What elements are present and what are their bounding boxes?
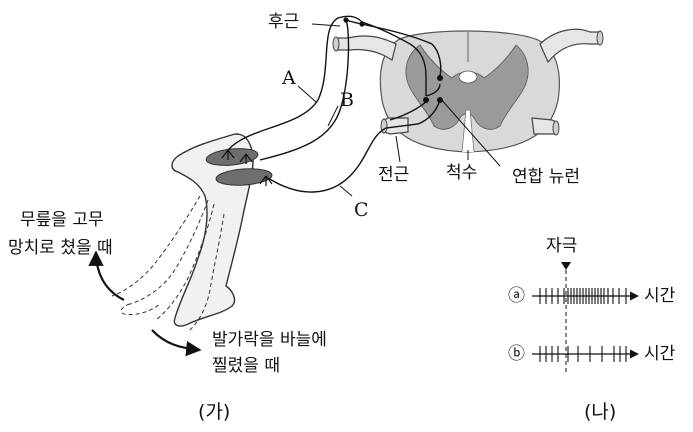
label-trace-b: ⓑ [508,344,525,364]
label-panel-na: (나) [584,402,616,422]
label-knee-hammer-2: 망치로 쳤을 때 [8,238,113,258]
dorsal-ganglion-cell-2 [359,21,364,26]
label-panel-ga: (가) [198,402,230,422]
right-upper-nerve-end [597,31,603,45]
label-stimulus: 자극 [546,236,577,256]
foot-dashed [121,304,160,315]
leg [112,134,272,330]
label-dorsal-root: 후근 [268,12,299,32]
central-canal [459,71,477,83]
left-upper-nerve [336,36,396,60]
label-time-a: 시간 [644,286,675,306]
label-knee-hammer-1: 무릎을 고무 [20,210,104,230]
label-neuron-a: A [282,68,296,88]
leader-dorsal-root [312,24,340,26]
stimulus-triangle [561,262,571,270]
arrow-toe-response [152,330,200,350]
right-upper-nerve [540,29,600,62]
label-spinal-cord: 척수 [446,163,477,183]
right-lower-nerve-end [553,121,559,135]
cord-cell-2 [423,97,429,103]
label-interneuron: 연합 뉴런 [512,167,580,187]
right-lower-nerve [532,118,556,134]
left-upper-nerve-end [333,37,339,51]
label-ventral-root: 전근 [378,165,409,185]
leader-a [298,86,316,102]
label-toe-needle-2: 찔렸을 때 [212,356,280,376]
spinal-cord [380,31,559,152]
dorsal-ganglion-cell-1 [343,17,348,22]
label-toe-needle-1: 발가락을 바늘에 [212,330,327,350]
label-time-b: 시간 [644,344,675,364]
label-neuron-b: B [340,90,354,110]
label-neuron-c: C [354,200,369,220]
cord-cell-1 [437,75,443,81]
label-trace-a: ⓐ [508,286,525,306]
leader-c [340,186,352,196]
traces [532,262,638,375]
leg-dashed-2 [112,196,200,296]
leader-ventral-root [396,136,400,162]
